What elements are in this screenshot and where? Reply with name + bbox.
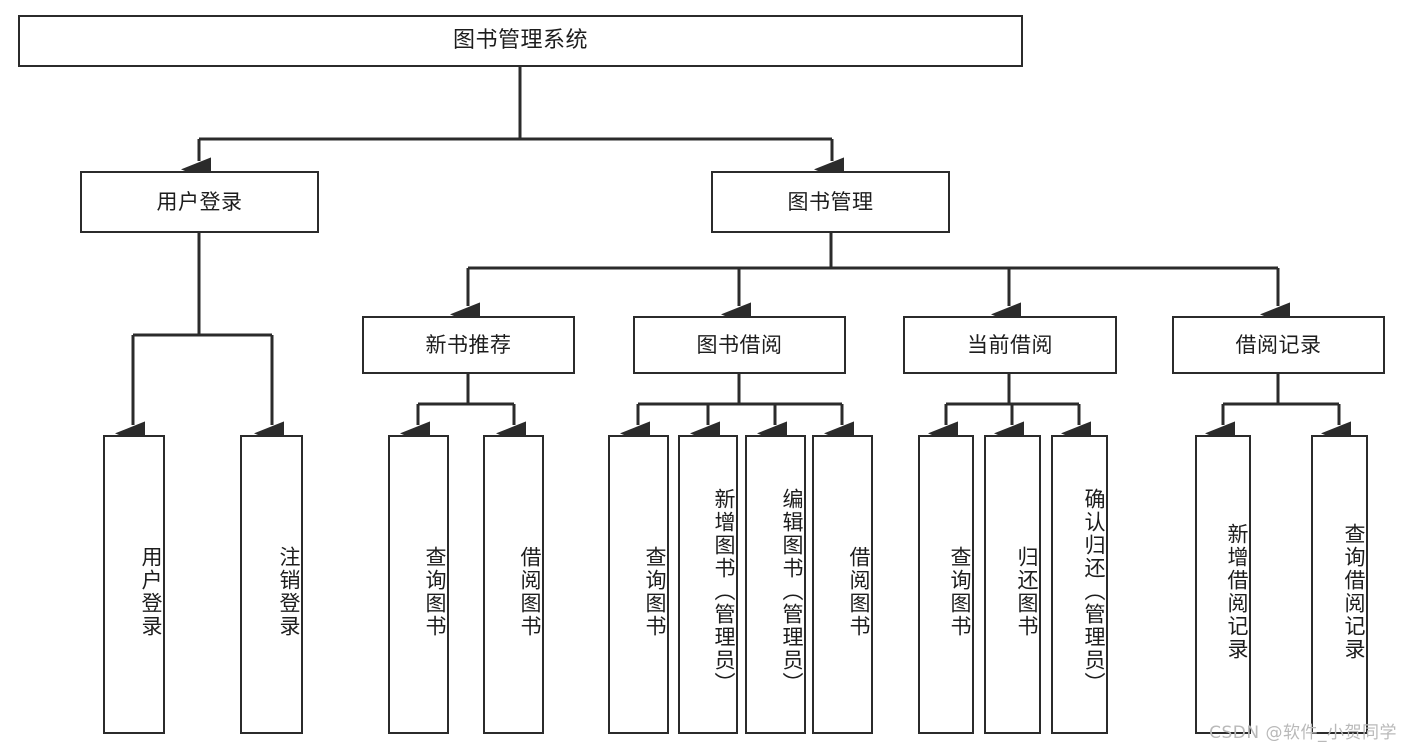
node-user-login-label: 用户登录	[156, 189, 243, 214]
node-leaf-add-record-label: 新增借阅记录	[1225, 522, 1249, 661]
node-leaf-logout-label: 注销登录	[277, 545, 301, 638]
node-leaf-add-book[interactable]: 新增图书（管理员）	[678, 435, 738, 734]
node-leaf-query-record-label: 查询借阅记录	[1342, 522, 1366, 661]
node-leaf-add-book-label: 新增图书（管理员）	[712, 488, 736, 695]
node-leaf-query-book-2-label: 查询图书	[643, 545, 667, 638]
node-book-manage-label: 图书管理	[787, 189, 874, 214]
node-leaf-return-book[interactable]: 归还图书	[984, 435, 1041, 734]
node-leaf-borrow-book-2-label: 借阅图书	[847, 545, 871, 638]
node-leaf-confirm-return[interactable]: 确认归还（管理员）	[1051, 435, 1108, 734]
node-leaf-edit-book-label: 编辑图书（管理员）	[780, 488, 804, 695]
node-leaf-query-book-1-label: 查询图书	[423, 545, 447, 638]
node-user-login[interactable]: 用户登录	[80, 171, 319, 233]
node-current-borrow-label: 当前借阅	[967, 332, 1053, 357]
node-borrow-record[interactable]: 借阅记录	[1172, 316, 1385, 374]
node-book-borrow-label: 图书借阅	[696, 332, 783, 357]
node-leaf-query-book-2[interactable]: 查询图书	[608, 435, 669, 734]
node-leaf-query-record[interactable]: 查询借阅记录	[1311, 435, 1368, 734]
node-leaf-user-login-label: 用户登录	[139, 545, 163, 638]
node-new-book-recommend[interactable]: 新书推荐	[362, 316, 575, 374]
node-current-borrow[interactable]: 当前借阅	[903, 316, 1117, 374]
node-new-book-recommend-label: 新书推荐	[425, 332, 512, 357]
node-leaf-return-book-label: 归还图书	[1015, 545, 1039, 638]
node-leaf-query-book-3-label: 查询图书	[948, 545, 972, 638]
node-leaf-logout[interactable]: 注销登录	[240, 435, 303, 734]
node-leaf-borrow-book-1-label: 借阅图书	[518, 545, 542, 638]
node-leaf-user-login[interactable]: 用户登录	[103, 435, 165, 734]
node-borrow-record-label: 借阅记录	[1235, 332, 1322, 357]
node-book-manage[interactable]: 图书管理	[711, 171, 950, 233]
watermark: CSDN @软件_小贺同学	[1209, 723, 1397, 743]
node-leaf-edit-book[interactable]: 编辑图书（管理员）	[745, 435, 806, 734]
node-leaf-add-record[interactable]: 新增借阅记录	[1195, 435, 1251, 734]
node-leaf-confirm-return-label: 确认归还（管理员）	[1082, 488, 1106, 695]
node-leaf-borrow-book-1[interactable]: 借阅图书	[483, 435, 544, 734]
node-leaf-query-book-3[interactable]: 查询图书	[918, 435, 974, 734]
node-leaf-query-book-1[interactable]: 查询图书	[388, 435, 449, 734]
node-root[interactable]: 图书管理系统	[18, 15, 1023, 67]
node-leaf-borrow-book-2[interactable]: 借阅图书	[812, 435, 873, 734]
node-book-borrow[interactable]: 图书借阅	[633, 316, 846, 374]
node-root-label: 图书管理系统	[452, 28, 588, 54]
